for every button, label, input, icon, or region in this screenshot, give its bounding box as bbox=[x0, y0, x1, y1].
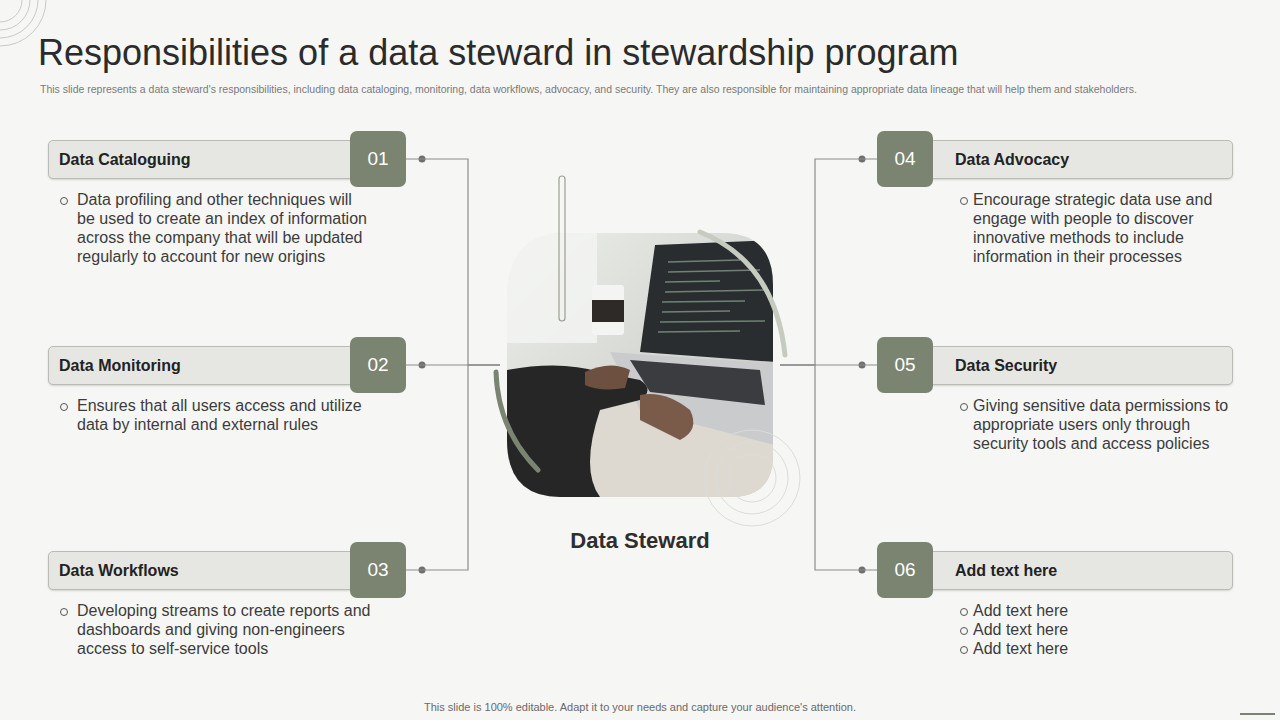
callout-number: 05 bbox=[894, 354, 915, 375]
number-badge: 04 bbox=[877, 131, 933, 187]
card-heading: Data Security bbox=[926, 347, 1232, 384]
responsibility-card: Data AdvocacyEncourage strategic data us… bbox=[925, 140, 1233, 266]
body-text: Data profiling and other techniques will… bbox=[77, 191, 367, 265]
responsibility-card: Data WorkflowsDeveloping streams to crea… bbox=[48, 551, 368, 658]
number-badge: 03 bbox=[350, 542, 406, 598]
card-body: Giving sensitive data permissions to app… bbox=[925, 396, 1233, 453]
body-text: Add text here bbox=[973, 602, 1068, 619]
bullet-dot bbox=[60, 197, 68, 205]
responsibility-card: Data MonitoringEnsures that all users ac… bbox=[48, 346, 368, 434]
callout-number: 02 bbox=[367, 354, 388, 375]
heading-bar: Data Security bbox=[925, 346, 1233, 385]
card-heading: Data Advocacy bbox=[926, 141, 1232, 178]
body-text: Encourage strategic data use and engage … bbox=[973, 191, 1212, 265]
bullet-dot bbox=[960, 608, 968, 616]
card-heading: Add text here bbox=[926, 552, 1232, 589]
bullet-dot bbox=[60, 403, 68, 411]
connector-line bbox=[406, 365, 500, 570]
card-heading: Data Monitoring bbox=[49, 347, 359, 384]
callout-number: 06 bbox=[894, 559, 915, 580]
slide-subtitle: This slide represents a data steward's r… bbox=[40, 83, 1210, 96]
bullet-item: Ensures that all users access and utiliz… bbox=[48, 396, 371, 434]
heading-bar: Data Workflows bbox=[48, 551, 360, 590]
body-text: Add text here bbox=[973, 640, 1068, 657]
card-body: Add text hereAdd text hereAdd text here bbox=[925, 601, 1233, 658]
bullet-item: Encourage strategic data use and engage … bbox=[925, 190, 1231, 266]
body-text: Developing streams to create reports and… bbox=[77, 602, 370, 657]
number-badge: 01 bbox=[350, 131, 406, 187]
photo-rings bbox=[704, 430, 800, 526]
heading-bar: Add text here bbox=[925, 551, 1233, 590]
corner-accent bbox=[1240, 713, 1275, 715]
bullet-dot bbox=[960, 403, 968, 411]
callout-number: 04 bbox=[894, 148, 915, 169]
center-label: Data Steward bbox=[500, 528, 780, 554]
responsibility-card: Data SecurityGiving sensitive data permi… bbox=[925, 346, 1233, 453]
number-badge: 06 bbox=[877, 542, 933, 598]
callout-number: 01 bbox=[367, 148, 388, 169]
bullet-item: Add text here bbox=[925, 639, 1231, 658]
footer-note: This slide is 100% editable. Adapt it to… bbox=[0, 701, 1280, 713]
callout-number: 03 bbox=[367, 559, 388, 580]
heading-bar: Data Advocacy bbox=[925, 140, 1233, 179]
bullet-item: Add text here bbox=[925, 601, 1231, 620]
connector-line bbox=[780, 159, 877, 365]
bullet-dot bbox=[960, 646, 968, 654]
bullet-dot bbox=[960, 627, 968, 635]
card-body: Ensures that all users access and utiliz… bbox=[48, 396, 368, 434]
card-body: Encourage strategic data use and engage … bbox=[925, 190, 1233, 266]
bullet-dot bbox=[960, 197, 968, 205]
card-heading: Data Workflows bbox=[49, 552, 359, 589]
bullet-item: Data profiling and other techniques will… bbox=[48, 190, 371, 266]
bullet-dot bbox=[60, 608, 68, 616]
responsibility-card: Add text hereAdd text hereAdd text hereA… bbox=[925, 551, 1233, 658]
heading-bar: Data Cataloguing bbox=[48, 140, 360, 179]
body-text: Add text here bbox=[973, 621, 1068, 638]
number-badge: 02 bbox=[350, 337, 406, 393]
card-body: Data profiling and other techniques will… bbox=[48, 190, 368, 266]
right-arc bbox=[700, 232, 785, 355]
connector-line bbox=[406, 159, 500, 365]
body-text: Ensures that all users access and utiliz… bbox=[77, 397, 362, 433]
side-bar bbox=[559, 176, 565, 321]
left-arc bbox=[496, 372, 538, 470]
bullet-item: Giving sensitive data permissions to app… bbox=[925, 396, 1231, 453]
number-badge: 05 bbox=[877, 337, 933, 393]
bullet-item: Add text here bbox=[925, 620, 1231, 639]
card-body: Developing streams to create reports and… bbox=[48, 601, 368, 658]
responsibility-card: Data CataloguingData profiling and other… bbox=[48, 140, 368, 266]
heading-bar: Data Monitoring bbox=[48, 346, 360, 385]
slide-title: Responsibilities of a data steward in st… bbox=[38, 28, 1258, 78]
center-node: Data Steward bbox=[500, 228, 780, 564]
card-heading: Data Cataloguing bbox=[49, 141, 359, 178]
body-text: Giving sensitive data permissions to app… bbox=[973, 397, 1228, 452]
bullet-item: Developing streams to create reports and… bbox=[48, 601, 371, 658]
photo bbox=[500, 225, 840, 530]
connector-line bbox=[780, 365, 877, 570]
